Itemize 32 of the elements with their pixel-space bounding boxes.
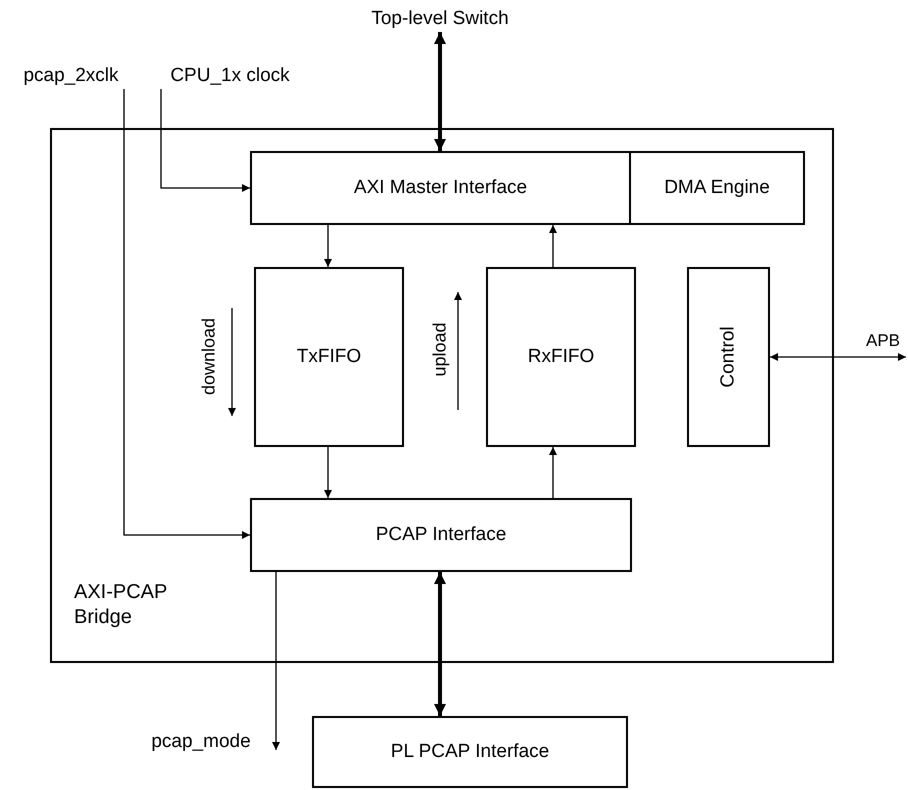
process-box (250, 151, 631, 225)
arrow (123, 89, 250, 539)
block-label: Control (718, 326, 740, 388)
signal-label: Top-level Switch (371, 8, 509, 30)
block-label: TxFIFO (296, 346, 362, 368)
signal-label: pcap_2xclk (23, 65, 119, 87)
process-box (312, 716, 628, 788)
bus-arrow (434, 32, 446, 151)
block-label: PL PCAP Interface (390, 741, 550, 763)
arrow (324, 225, 332, 267)
signal-label: CPU_1x clock (170, 65, 290, 87)
process-box (254, 267, 404, 447)
direction-label: download (198, 316, 220, 398)
signal-label: pcap_mode (151, 731, 251, 753)
arrow (324, 447, 332, 498)
arrow (160, 89, 250, 192)
process-box (687, 267, 770, 447)
block-label: PCAP Interface (376, 524, 506, 546)
direction-label: upload (430, 321, 450, 379)
arrow (549, 447, 557, 498)
process-box (250, 498, 632, 572)
block-label: AXI Master Interface (354, 177, 528, 199)
arrow (770, 353, 906, 361)
arrow (272, 572, 280, 750)
block-label: DMA Engine (664, 177, 770, 199)
arrow (549, 225, 557, 267)
bus-arrow (434, 572, 446, 716)
block-label: RxFIFO (528, 346, 594, 368)
block-title: AXI-PCAP Bridge (74, 580, 168, 630)
bridge-block (50, 128, 834, 663)
process-box (629, 151, 805, 225)
process-box (486, 267, 636, 447)
